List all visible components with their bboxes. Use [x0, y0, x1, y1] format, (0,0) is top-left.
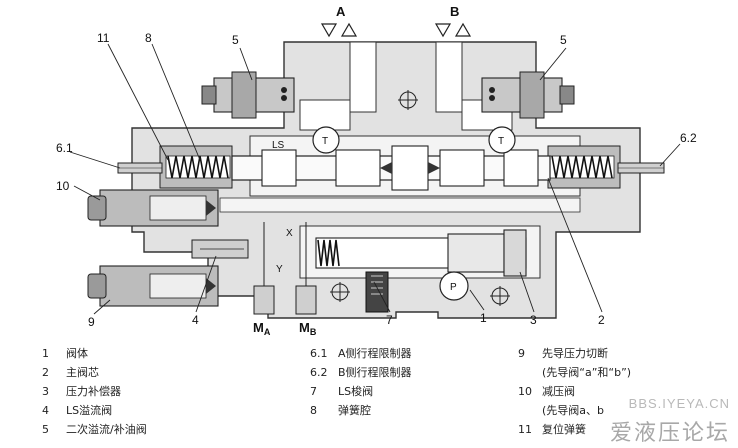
port-x-label: X [286, 228, 293, 239]
callout-9: 9 [88, 315, 95, 329]
stroke-limiter-a [117, 162, 163, 174]
spring-chamber-right [547, 145, 621, 189]
secondary-relief-valve-left [201, 71, 295, 119]
pilot-pressure-cutoff [87, 265, 219, 307]
callout-6-2: 6.2 [680, 131, 697, 145]
tank-port-left [312, 126, 340, 154]
callout-8: 8 [145, 31, 152, 45]
main-spool [231, 145, 551, 191]
secondary-relief-valve-right [481, 71, 575, 119]
callout-leader-lines [69, 43, 681, 315]
port-a-label: A [336, 4, 346, 19]
callout-1: 1 [480, 311, 487, 325]
watermark-site-name: 爱液压论坛 [609, 421, 730, 446]
callout-11: 11 [97, 31, 110, 45]
port-a-triangle-icons [320, 22, 358, 38]
port-t-label-right: T [498, 136, 504, 147]
callout-4: 4 [192, 313, 199, 327]
mounting-bores [330, 90, 510, 306]
callout-2: 2 [598, 313, 605, 327]
callout-5-right: 5 [560, 33, 567, 47]
pressure-reducing-valve [87, 189, 219, 227]
legend-item: (先导阀a、b [542, 404, 605, 417]
port-ls-label: LS [272, 140, 285, 151]
gauge-port-mb [295, 222, 317, 315]
pressure-compensator [315, 229, 527, 277]
port-b-label: B [450, 4, 459, 19]
callout-6-1: 6.1 [56, 141, 73, 155]
spring-chamber-left [159, 145, 233, 189]
legend-item: (先导阀“a”和“b”) [542, 366, 632, 379]
callout-5-left: 5 [232, 33, 239, 47]
callout-7: 7 [386, 313, 393, 327]
watermark-url: BBS.IYEYA.CN [628, 396, 730, 411]
port-t-label-left: T [322, 136, 328, 147]
tank-port-right [488, 126, 516, 154]
port-y-label: Y [276, 264, 283, 275]
port-ma-label: MA [253, 320, 271, 337]
stroke-limiter-b [617, 162, 665, 174]
port-mb-label: MB [299, 320, 317, 337]
port-b-triangle-icons [434, 22, 472, 38]
callout-10: 10 [56, 179, 70, 193]
gauge-port-ma [253, 222, 275, 315]
ls-relief-valve [191, 239, 249, 259]
ls-shuttle-valve [365, 271, 389, 313]
port-p-label: P [450, 282, 457, 293]
pressure-port [439, 271, 469, 301]
callout-3: 3 [530, 313, 537, 327]
